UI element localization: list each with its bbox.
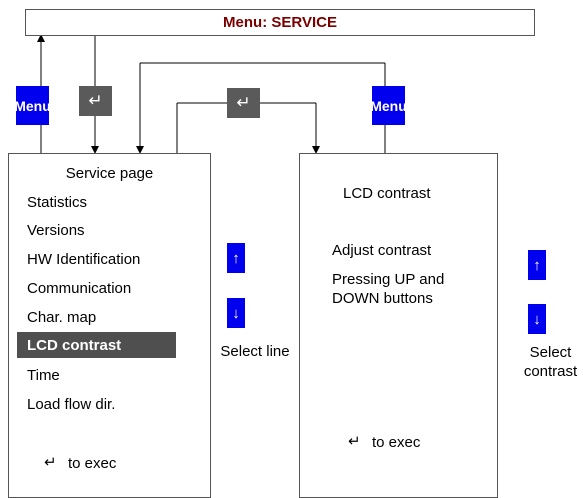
menu-item-load-flow-dir[interactable]: Load flow dir. <box>27 396 116 413</box>
menu-title-box: Menu: SERVICE <box>25 9 535 36</box>
pressing-up-text: Pressing UP and <box>332 271 445 288</box>
enter-icon-right: ↵ <box>348 433 361 450</box>
down-arrow-button-right[interactable]: ↓ <box>528 304 546 334</box>
down-arrow-button-left[interactable]: ↓ <box>227 298 245 328</box>
select-contrast-label-1: Select <box>529 344 572 361</box>
menu-item-char-map[interactable]: Char. map <box>27 309 97 326</box>
menu-button-left[interactable]: Menu <box>14 86 51 125</box>
menu-item-communication[interactable]: Communication <box>27 280 132 297</box>
left-footer-text: to exec <box>68 455 117 472</box>
enter-button-middle[interactable]: ↵ <box>227 88 260 118</box>
menu-button-right[interactable]: Menu <box>370 86 407 125</box>
up-arrow-button-right[interactable]: ↑ <box>528 250 546 280</box>
menu-item-hw-identification[interactable]: HW Identification <box>27 251 141 268</box>
down-buttons-text: DOWN buttons <box>332 290 433 307</box>
enter-icon-left: ↵ <box>44 454 57 471</box>
lcd-contrast-heading: LCD contrast <box>343 185 431 202</box>
menu-item-statistics[interactable]: Statistics <box>27 194 88 211</box>
menu-title: Menu: SERVICE <box>223 14 337 31</box>
select-contrast-label-2: contrast <box>523 363 578 380</box>
service-page-heading: Service page <box>65 165 154 182</box>
menu-item-lcd-contrast[interactable]: LCD contrast <box>27 337 122 354</box>
select-line-label: Select line <box>220 343 290 360</box>
connector-lines <box>37 34 386 154</box>
menu-item-versions[interactable]: Versions <box>27 222 85 239</box>
selected-row-highlight <box>17 332 176 358</box>
menu-item-time[interactable]: Time <box>27 367 60 384</box>
lcd-contrast-panel <box>299 153 498 498</box>
right-footer-text: to exec <box>372 434 421 451</box>
adjust-contrast-text: Adjust contrast <box>332 242 432 259</box>
enter-button-left[interactable]: ↵ <box>79 86 112 116</box>
up-arrow-button-left[interactable]: ↑ <box>227 243 245 273</box>
service-page-panel <box>8 153 211 498</box>
